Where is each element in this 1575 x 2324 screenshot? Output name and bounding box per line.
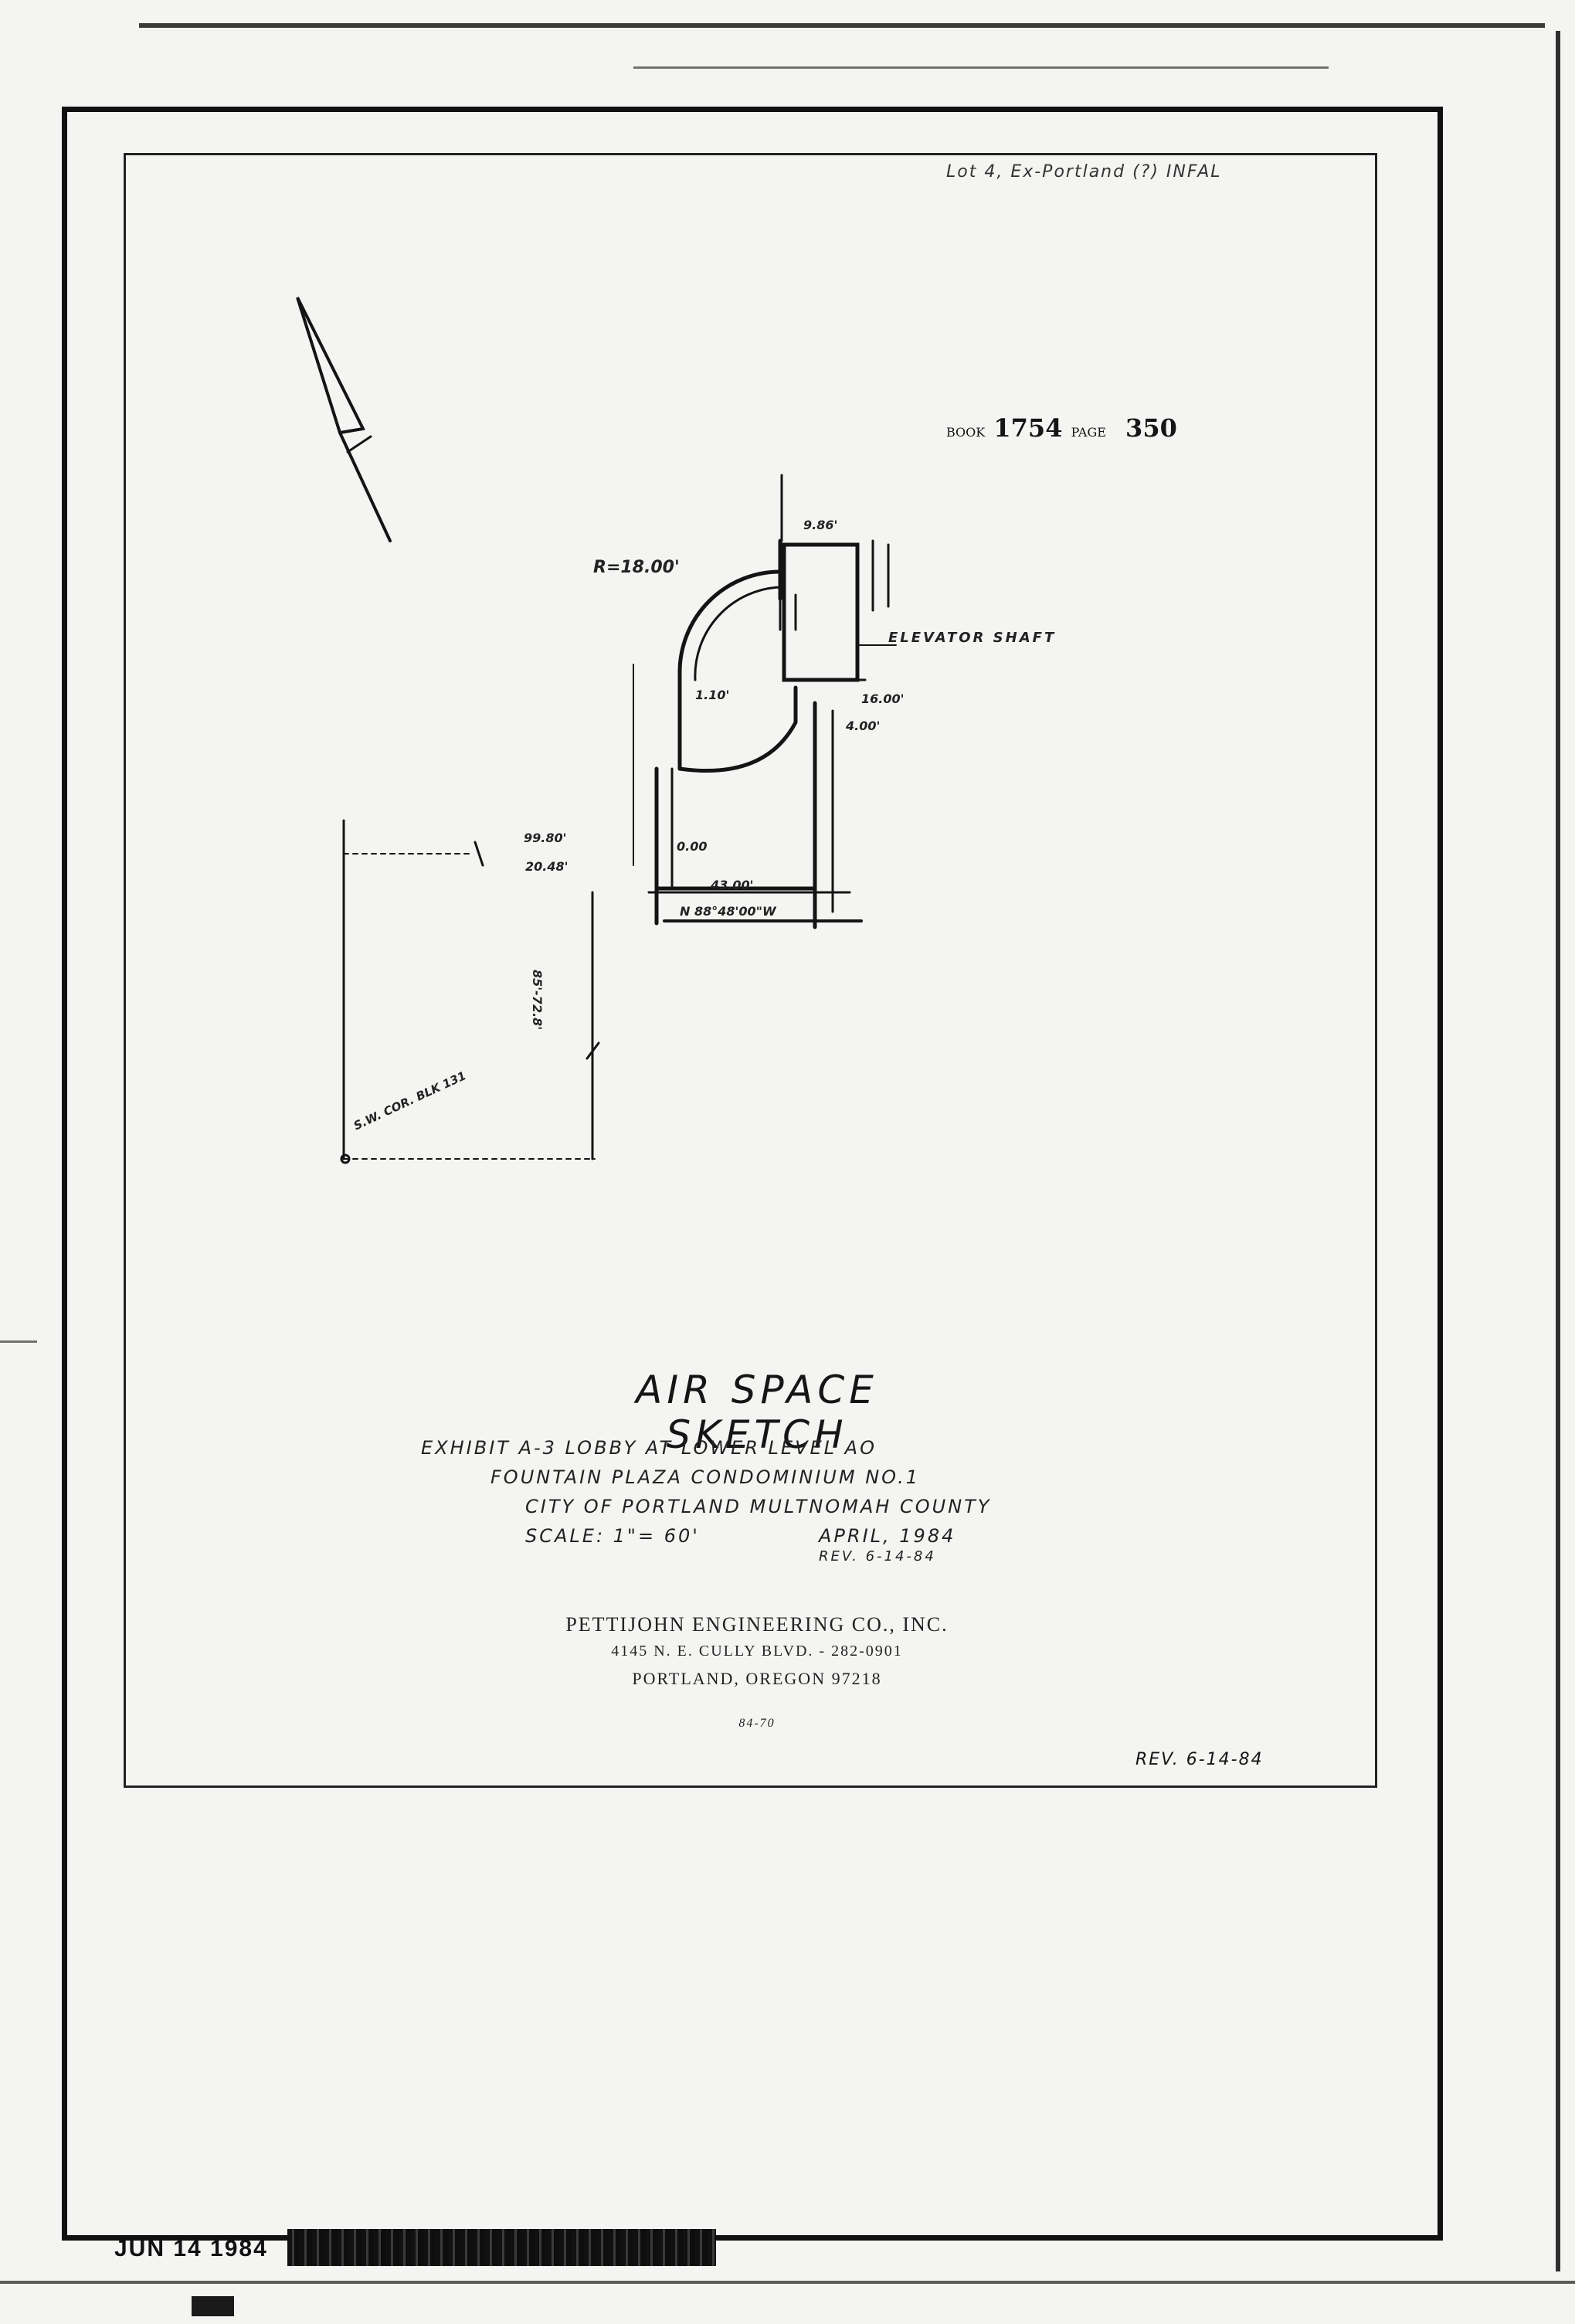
label-distance-6: 4.00' bbox=[846, 719, 881, 733]
engineer-name: PETTIJOHN ENGINEERING CO., INC. bbox=[565, 1613, 949, 1636]
label-distance-8: 0.00 bbox=[677, 839, 708, 854]
page-number: 350 bbox=[1125, 413, 1177, 443]
book-number: 1754 bbox=[993, 413, 1063, 443]
scan-artifact-bottom-mark bbox=[192, 2296, 234, 2316]
label-vertical-dim: 85'-72.8' bbox=[530, 970, 545, 1031]
label-bearing: N 88°48'00"W bbox=[680, 904, 776, 919]
drawing-border bbox=[124, 153, 1377, 1788]
label-distance-5: 16.00' bbox=[861, 691, 905, 706]
label-distance-7: 1.10' bbox=[695, 688, 730, 702]
scan-artifact-top bbox=[139, 23, 1545, 28]
book-label: BOOK bbox=[946, 425, 986, 440]
engineer-city: PORTLAND, OREGON 97218 bbox=[632, 1669, 882, 1688]
engineer-address: 4145 N. E. CULLY BLVD. - 282-0901 bbox=[611, 1643, 903, 1660]
scan-dark-bar bbox=[287, 2229, 716, 2266]
scan-artifact-bottom bbox=[0, 2281, 1575, 2284]
sketch-title: AIR SPACE SKETCH bbox=[636, 1368, 878, 1457]
label-elevator-shaft: ELEVATOR SHAFT bbox=[888, 630, 1057, 646]
label-distance-2: 20.48' bbox=[525, 859, 569, 874]
outer-border bbox=[62, 107, 1443, 2241]
title-line-scale: SCALE: 1"= 60' bbox=[525, 1525, 700, 1547]
job-number: 84-70 bbox=[738, 1717, 776, 1730]
title-line-1: EXHIBIT A-3 LOBBY AT LOWER LEVEL AO bbox=[421, 1437, 877, 1459]
label-radius: R=18.00' bbox=[593, 558, 680, 577]
book-page-reference: BOOK 1754 PAGE 350 bbox=[946, 413, 1177, 443]
revision-note: REV. 6-14-84 bbox=[1135, 1750, 1264, 1769]
title-line-3: CITY OF PORTLAND MULTNOMAH COUNTY bbox=[525, 1496, 992, 1517]
label-distance-3: 43.00' bbox=[711, 878, 754, 892]
title-line-date: APRIL, 1984 bbox=[819, 1525, 956, 1547]
page-label: PAGE bbox=[1071, 425, 1106, 440]
scan-artifact-right bbox=[1556, 31, 1560, 2271]
title-line-rev: REV. 6-14-84 bbox=[819, 1548, 936, 1565]
recording-date-stamp: JUN 14 1984 bbox=[114, 2236, 268, 2261]
title-line-2: FOUNTAIN PLAZA CONDOMINIUM NO.1 bbox=[490, 1466, 920, 1488]
north-arrow-icon bbox=[296, 297, 392, 542]
top-right-note: Lot 4, Ex-Portland (?) INFAL bbox=[946, 162, 1222, 182]
scan-artifact-left bbox=[0, 1340, 37, 1343]
label-distance-4: 9.86' bbox=[803, 518, 838, 532]
scan-artifact-top-2 bbox=[633, 66, 1329, 69]
label-distance-1: 99.80' bbox=[524, 831, 567, 845]
